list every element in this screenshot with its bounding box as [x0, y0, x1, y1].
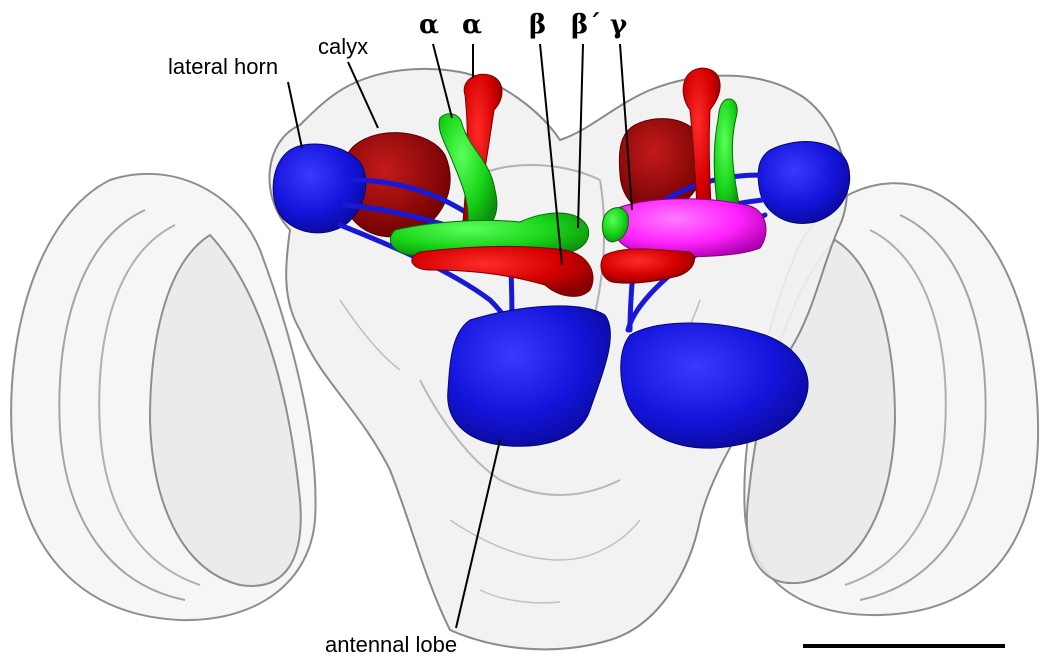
right-antennal-lobe: [620, 322, 809, 449]
left-beta-lobe: [411, 245, 594, 297]
leader-gamma: [619, 43, 633, 211]
right-lateral-horn: [757, 141, 851, 224]
left-antennal-lobe: [447, 305, 611, 447]
label-beta: β: [529, 10, 547, 40]
leader-lateral-horn: [287, 81, 303, 149]
label-lateral-horn: lateral horn: [168, 54, 279, 79]
label-gamma: γ: [610, 10, 628, 40]
leader-calyx: [347, 61, 379, 129]
left-optic-lobe: [10, 172, 317, 622]
label-alpha-prime: α: [419, 10, 440, 40]
label-antennal-lobe: antennal lobe: [325, 632, 458, 657]
leader-antennal-lobe: [455, 439, 501, 629]
right-beta-prime-lobe: [601, 207, 629, 243]
leader-beta: [539, 43, 563, 266]
right-optic-lobe: [743, 182, 1040, 617]
right-beta-lobe: [600, 248, 695, 284]
right-alpha-lobe: [682, 67, 721, 225]
label-calyx: calyx: [318, 34, 369, 59]
leader-lines: [287, 43, 633, 629]
leader-beta-prime: [577, 43, 584, 229]
left-beta-prime-lobe: [390, 212, 590, 259]
label-alpha: α: [462, 10, 483, 40]
label-beta-prime: β´: [571, 10, 602, 40]
left-alpha-prime-lobe: [438, 113, 498, 233]
right-gamma-lobe: [613, 198, 767, 258]
leader-alpha-prime: [432, 43, 453, 119]
